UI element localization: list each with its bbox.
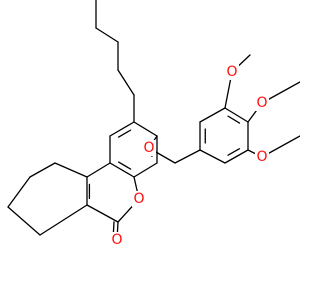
bond-line	[174, 149, 201, 164]
bond-line	[199, 107, 226, 123]
benzyl-ether-oxygen: O	[142, 140, 156, 156]
bond-line	[117, 69, 135, 96]
bond-line	[109, 162, 135, 178]
double-bond-inner-line	[117, 129, 132, 138]
methoxy-oxygen-top-label: O	[226, 64, 237, 80]
carbonyl-oxygen-label: O	[111, 232, 122, 248]
methoxy-oxygen-middle-label: O	[256, 95, 267, 111]
methoxy-oxygen-top: O	[225, 64, 239, 80]
carbonyl-oxygen: O	[110, 232, 124, 248]
double-bond-inner-line	[227, 148, 241, 156]
methoxy-oxygen-middle: O	[255, 95, 269, 111]
bond-line	[7, 206, 41, 236]
bond-line	[54, 162, 88, 178]
bond-layer	[7, 0, 300, 241]
methoxy-oxygen-bottom: O	[255, 149, 269, 165]
bond-line	[224, 149, 249, 164]
bond-line	[86, 204, 119, 223]
bond-line	[199, 149, 226, 164]
double-bond-inner-line	[117, 161, 132, 170]
bond-line	[7, 176, 31, 208]
bond-line	[133, 121, 158, 137]
bond-line	[109, 121, 135, 137]
ring-ether-oxygen: O	[132, 191, 146, 207]
bond-line	[29, 162, 56, 178]
benzyl-ether-oxygen-label: O	[143, 140, 154, 156]
bond-line	[86, 162, 111, 178]
bond-line	[95, 27, 119, 43]
methoxy-oxygen-bottom-label: O	[256, 149, 267, 165]
bond-line	[224, 107, 249, 123]
ring-ether-oxygen-label: O	[133, 191, 144, 207]
bond-line	[39, 204, 88, 236]
double-bond-inner-line	[227, 115, 241, 124]
atom-label-layer: O O O O O O	[110, 64, 269, 248]
chemical-structure-diagram: O O O O O O	[7, 0, 300, 248]
bond-line	[133, 162, 158, 178]
